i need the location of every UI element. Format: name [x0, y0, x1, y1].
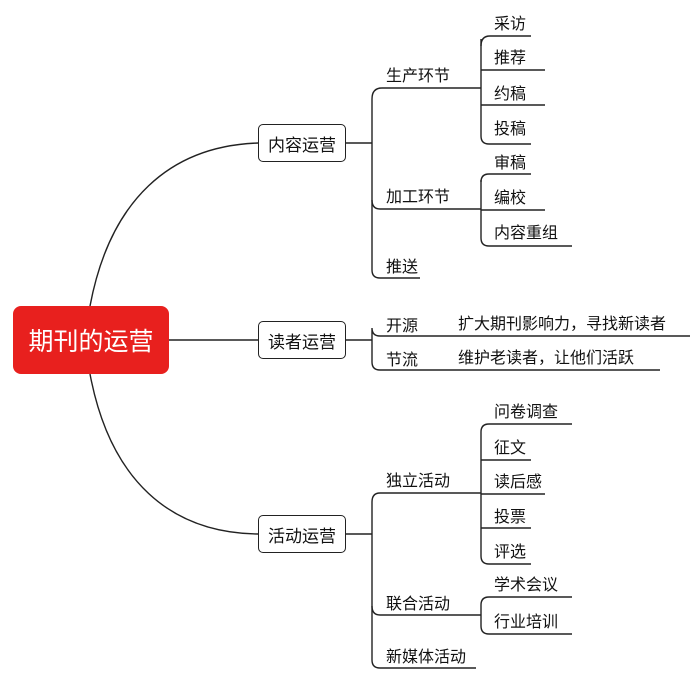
leaf-recommend: 推荐: [494, 48, 527, 67]
node-processing: 加工环节: [386, 187, 451, 206]
root-node: 期刊的运营: [13, 306, 169, 374]
leaf-reading-notes: 读后感: [494, 472, 543, 491]
leaf-submit: 投稿: [494, 119, 527, 138]
branch-activity-ops: 活动运营: [258, 515, 346, 553]
leaf-edit: 编校: [494, 188, 527, 207]
leaf-expand-influence: 扩大期刊影响力，寻找新读者: [458, 314, 667, 333]
leaf-survey: 问卷调查: [494, 402, 559, 421]
leaf-interview: 采访: [494, 14, 527, 33]
leaf-training: 行业培训: [494, 612, 559, 631]
leaf-conference: 学术会议: [494, 575, 559, 594]
node-joint: 联合活动: [386, 594, 451, 613]
leaf-solicit: 约稿: [494, 84, 527, 103]
leaf-selection: 评选: [494, 542, 527, 561]
leaf-essay: 征文: [494, 438, 527, 457]
leaf-review: 审稿: [494, 153, 527, 172]
node-production: 生产环节: [386, 66, 451, 85]
node-open-source: 开源: [386, 316, 419, 335]
node-new-media: 新媒体活动: [386, 647, 467, 666]
branch-content-ops: 内容运营: [258, 124, 346, 162]
node-push: 推送: [386, 257, 419, 276]
branch-reader-ops: 读者运营: [258, 321, 346, 359]
leaf-restructure: 内容重组: [494, 223, 559, 242]
node-independent: 独立活动: [386, 471, 451, 490]
leaf-vote: 投票: [494, 507, 527, 526]
node-retain: 节流: [386, 350, 419, 369]
leaf-maintain-readers: 维护老读者，让他们活跃: [458, 348, 635, 367]
